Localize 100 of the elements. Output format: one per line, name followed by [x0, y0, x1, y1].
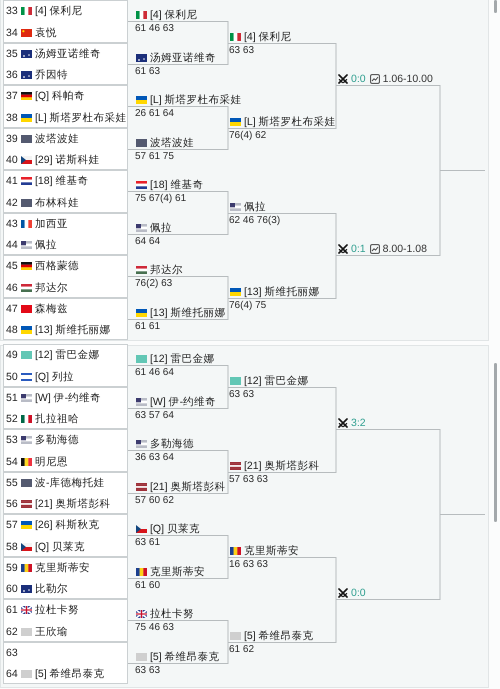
match-score: 16 63 63 [229, 558, 268, 570]
player-name: [W] 伊-约维奇 [150, 394, 216, 408]
row-number: 47 [6, 302, 19, 316]
player-name: 多勒海德 [35, 433, 79, 447]
player-name: [13] 斯维托丽娜 [244, 284, 320, 298]
player-name: [Q] 贝莱克 [35, 540, 85, 554]
match-score: 36 63 64 [135, 452, 174, 464]
match-box [3, 0, 128, 43]
match-score: 62 46 76(3) [229, 214, 280, 226]
match-score: 57 61 75 [135, 150, 174, 162]
match-score: 76(2) 63 [135, 278, 172, 290]
row-number: 64 [6, 666, 19, 680]
player-name: 波塔波娃 [150, 136, 194, 150]
row-number: 36 [6, 68, 19, 82]
bracket-line [134, 276, 228, 299]
player-name: 加西亚 [35, 216, 68, 230]
match-score: 63 57 64 [135, 410, 174, 422]
match-score: 61 60 [135, 580, 160, 592]
row-number: 37 [6, 89, 19, 103]
match-box [3, 128, 128, 170]
match-score: 63 63 [135, 664, 160, 676]
row-number: 53 [6, 433, 19, 447]
player-name: [12] 雷巴金娜 [35, 348, 100, 362]
bracket-line [134, 450, 228, 473]
bracket-line [128, 620, 134, 621]
player-name: [12] 雷巴金娜 [244, 374, 308, 388]
bracket-line [336, 514, 486, 600]
bracket-line [128, 493, 134, 494]
match-score: 61 46 63 [135, 22, 174, 34]
player-name: 佩拉 [35, 238, 57, 252]
match-box [3, 472, 128, 514]
player-name: [5] 希维昂泰克 [150, 650, 220, 664]
player-name: 拉杜卡努 [35, 603, 79, 617]
match-box [3, 429, 128, 472]
match-score: 63 61 [135, 536, 160, 548]
player-name: [5] 希维昂泰克 [244, 628, 314, 642]
bracket-line [228, 43, 336, 86]
player-name: 多勒海德 [150, 436, 194, 450]
player-name: 波-库德梅托娃 [35, 476, 104, 490]
bracket-line [134, 213, 228, 235]
row-number: 61 [6, 603, 19, 617]
row-number: 57 [6, 518, 19, 532]
bracket-line [134, 472, 228, 494]
live-score: 0:1 [351, 242, 366, 256]
match-box [3, 387, 128, 429]
row-number: 48 [6, 322, 19, 336]
bracket-line [228, 429, 336, 473]
match-score: 76(4) 62 [229, 130, 266, 142]
bracket-line [134, 620, 228, 643]
player-name: 克里斯蒂安 [35, 560, 90, 574]
row-number: 56 [6, 496, 19, 510]
bracket-line [134, 535, 228, 558]
player-name: [12] 雷巴金娜 [150, 352, 214, 366]
match-score: 57 60 62 [135, 494, 174, 506]
player-name: 克里斯蒂安 [244, 544, 299, 558]
match-box [3, 170, 128, 213]
match-box [3, 43, 128, 85]
player-name: [4] 保利尼 [244, 30, 292, 44]
player-name: 明尼恩 [35, 454, 68, 468]
bracket-line [134, 191, 228, 214]
player-name: 森梅兹 [35, 302, 68, 316]
match-score: 63 63 [229, 44, 254, 56]
row-number: 38 [6, 110, 19, 124]
bracket-line [134, 128, 228, 150]
row-number: 62 [6, 624, 19, 638]
player-name: [18] 维基奇 [35, 174, 88, 188]
live-score: 0:0 [351, 586, 366, 600]
player-name: [Q] 科帕奇 [35, 89, 85, 103]
bracket-line [228, 387, 336, 430]
player-name: [21] 奥斯塔彭科 [244, 458, 320, 472]
player-name: 比勒尔 [35, 582, 68, 596]
bracket-line [128, 106, 134, 107]
bracket-line [128, 191, 134, 192]
player-name: 克里斯蒂安 [150, 564, 205, 578]
bracket-line [134, 387, 228, 409]
match-score: 26 61 64 [135, 108, 174, 120]
player-name: 扎拉祖哈 [35, 412, 79, 426]
match-score: 63 63 [229, 388, 254, 400]
bracket-line [134, 106, 228, 129]
player-name: 汤姆亚诺维奇 [35, 46, 101, 60]
bracket-line [128, 319, 134, 320]
row-number: 59 [6, 560, 19, 574]
match-box [3, 255, 128, 298]
row-number: 55 [6, 476, 19, 490]
bracket-line [228, 213, 336, 256]
row-number: 51 [6, 390, 19, 404]
row-number: 60 [6, 582, 19, 596]
row-number: 41 [6, 174, 19, 188]
row-number: 42 [6, 196, 19, 210]
player-name: [18] 维基奇 [150, 178, 204, 192]
player-name: [L] 斯塔罗杜布采娃 [35, 110, 127, 124]
player-name: 汤姆亚诺维奇 [150, 50, 216, 64]
bracket-line [228, 85, 336, 129]
bracket-line [128, 365, 134, 366]
row-number: 63 [6, 646, 19, 660]
row-number: 45 [6, 259, 19, 273]
bracket-line [128, 535, 134, 536]
player-name: [5] 希维昂泰克 [35, 666, 105, 680]
bracket-line [228, 599, 336, 643]
player-name: [Q] 贝莱克 [150, 522, 200, 536]
